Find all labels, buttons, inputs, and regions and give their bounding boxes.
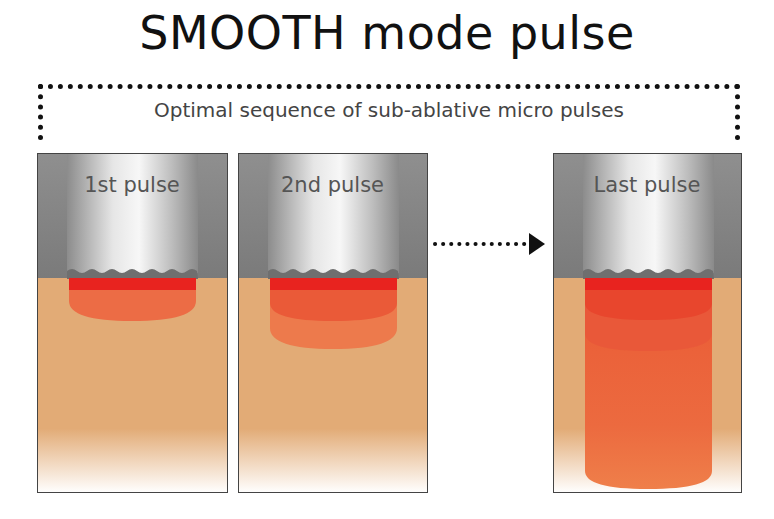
- subtitle-text: Optimal sequence of sub-ablative micro p…: [53, 98, 725, 122]
- title: SMOOTH mode pulse: [0, 6, 774, 60]
- pulse-label: 2nd pulse: [238, 173, 427, 197]
- pulse-panel: 1st pulse: [37, 153, 228, 493]
- arrow-head: [529, 233, 545, 255]
- pulse-panel: 2nd pulse: [238, 153, 428, 493]
- pulse-label: 1st pulse: [37, 173, 227, 197]
- dotted-arrow: [435, 242, 545, 246]
- pulse-panel: Last pulse: [553, 153, 742, 493]
- pulse-label: Last pulse: [553, 173, 741, 197]
- dotted-bracket: Optimal sequence of sub-ablative micro p…: [38, 84, 740, 140]
